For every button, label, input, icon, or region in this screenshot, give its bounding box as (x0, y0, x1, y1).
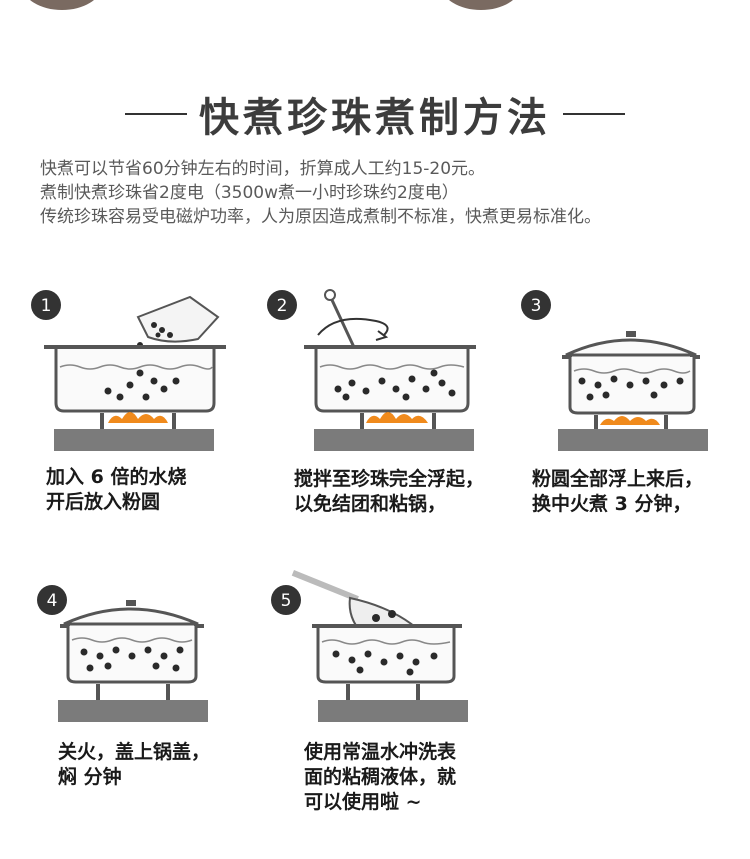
step-caption: 加入 6 倍的水烧 开后放入粉圆 (46, 466, 187, 513)
decor-circle-left (22, 0, 102, 10)
step-number: 3 (531, 296, 542, 316)
intro-line: 煮制快煮珍珠省2度电（3500w煮一小时珍珠约2度电） (40, 183, 459, 203)
page-title: 快煮珍珠煮制方法 (199, 95, 551, 141)
step-4: 4 关火，盖上锅盖， 焖 分钟 (30, 580, 230, 788)
bag-icon (136, 295, 220, 343)
step-caption: 使用常温水冲洗表 面的粘稠液体，就 可以使用啦 ~ (304, 741, 457, 813)
pot-icon (44, 345, 226, 413)
lid-icon (565, 331, 697, 357)
pot-icon (312, 624, 462, 684)
decor-circle-right (441, 0, 521, 10)
lid-icon (63, 600, 199, 626)
step-badge (271, 585, 301, 615)
step-caption: 粉圆全部浮上来后， 换中火煮 3 分钟， (532, 468, 704, 515)
step-2: 2 搅拌至珍珠完全浮起， 以免结团和粘锅， (266, 285, 484, 515)
step-3-illustration: 3 (521, 290, 708, 451)
stove-icon (318, 684, 468, 722)
page-title-row: 快煮珍珠煮制方法 (0, 84, 750, 144)
step-5-illustration: 5 (271, 570, 468, 722)
flame-icon (600, 416, 660, 425)
stove-icon (314, 413, 474, 451)
step-badge (31, 290, 61, 320)
stove-icon (58, 684, 208, 722)
step-badge (37, 585, 67, 615)
flame-icon (366, 412, 428, 423)
step-badge (267, 290, 297, 320)
step-3: 3 粉圆全部浮上来后， 换中火煮 3 分钟， (520, 285, 720, 515)
intro-line: 快煮可以节省60分钟左右的时间，折算成人工约15-20元。 (40, 159, 486, 179)
intro-text: 快煮可以节省60分钟左右的时间，折算成人工约15-20元。 煮制快煮珍珠省2度电… (40, 157, 740, 229)
step-number: 2 (277, 296, 288, 316)
step-5: 5 使用常温水冲洗表 面的粘稠液体，就 可以使用啦 ~ (266, 570, 476, 813)
flame-icon (108, 412, 168, 423)
stove-icon (558, 415, 708, 451)
step-number: 5 (281, 591, 292, 611)
pot-icon (304, 345, 476, 413)
stir-arrow-icon (317, 317, 389, 336)
step-caption: 搅拌至珍珠完全浮起， 以免结团和粘锅， (294, 468, 485, 515)
step-number: 4 (47, 591, 58, 611)
step-1: 1 加入 6 倍的水烧 (30, 285, 230, 513)
step-1-illustration: 1 (31, 290, 226, 451)
step-2-illustration: 2 (267, 289, 476, 451)
step-number: 1 (41, 296, 52, 316)
step-caption: 关火，盖上锅盖， 焖 分钟 (58, 741, 211, 788)
pot-icon (60, 624, 204, 684)
title-line-right (563, 113, 625, 115)
step-4-illustration: 4 (37, 585, 208, 722)
intro-line: 传统珍珠容易受电磁炉功率，人为原因造成煮制不标准，快煮更易标准化。 (40, 207, 601, 227)
stove-icon (54, 413, 214, 451)
pot-icon (562, 355, 700, 415)
step-badge (521, 290, 551, 320)
title-line-left (125, 113, 187, 115)
